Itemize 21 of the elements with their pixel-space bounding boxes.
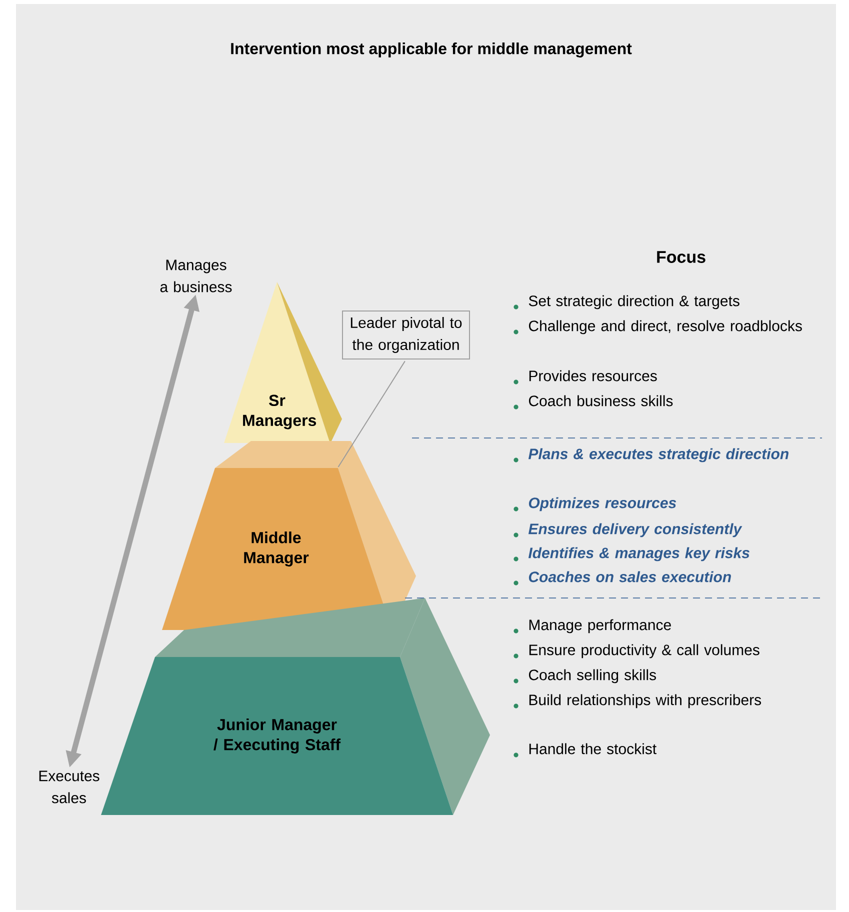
leader-line <box>338 360 406 468</box>
bullet-item: Provides resources <box>514 370 657 384</box>
bullet-item: Ensure productivity & call volumes <box>514 644 760 658</box>
bullet-item: Plans & executes strategic direction <box>514 448 788 462</box>
bullet-item: Handle the stockist <box>514 743 656 758</box>
bullet-item: Manage performance <box>514 619 671 634</box>
bullet-item: Coach business skills <box>514 395 673 410</box>
bullet-item: Ensures delivery consistently <box>514 523 742 538</box>
title: Intervention most applicable for middle management <box>231 42 632 58</box>
axis-label: Executes sales <box>39 770 100 804</box>
bullet-item: Coach selling skills <box>514 669 656 684</box>
bullet-item: Challenge and direct, resolve roadblocks <box>514 320 802 334</box>
pyramid-tier: Middle Manager <box>162 441 416 630</box>
heading: Focus <box>657 251 706 263</box>
bullet-item: Build relationships with prescribers <box>514 694 762 708</box>
bullet-item: Set strategic direction & targets <box>514 295 740 310</box>
bullet-item: Coaches on sales execution <box>514 571 731 586</box>
bullet-item: Identifies & manages key risks <box>514 547 750 562</box>
bullet-item: Optimizes resources <box>514 497 676 512</box>
pyramid-tier: Junior Manager / Executing Staff <box>101 598 490 815</box>
callout-box: Leader pivotal to the organization <box>342 310 470 360</box>
